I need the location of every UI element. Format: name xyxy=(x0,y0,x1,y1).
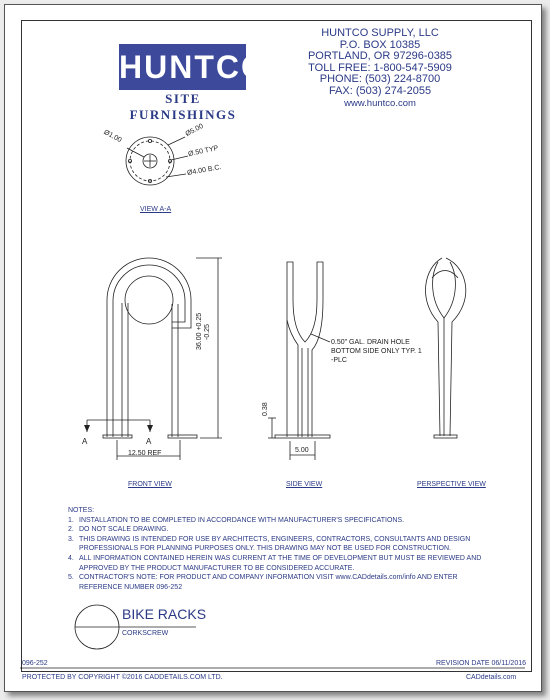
front-view-rack xyxy=(86,257,222,460)
drawing-title: BIKE RACKS xyxy=(122,606,207,622)
width-dim: 12.50 REF xyxy=(128,450,162,457)
view-a-plate xyxy=(125,136,189,186)
view-a-title: VIEW A-A xyxy=(140,206,172,213)
caddetails-link[interactable]: CADdetails.com xyxy=(466,674,517,681)
note-1: INSTALLATION TO BE COMPLETED IN ACCORDAN… xyxy=(79,516,405,524)
copyright-notice: PROTECTED BY COPYRIGHT ©2016 CADDETAILS.… xyxy=(22,674,223,681)
height-tol: -0.25 xyxy=(204,324,211,340)
note-4: ALL INFORMATION CONTAINED HEREIN WAS CUR… xyxy=(79,554,482,562)
base-dim: 0.38 xyxy=(262,402,269,416)
section-a-right: A xyxy=(146,437,152,446)
company-name: HUNTCO SUPPLY, LLC xyxy=(321,27,439,39)
drawing-subtitle: CORKSCREW xyxy=(122,630,169,637)
revision-date: REVISION DATE 06/11/2016 xyxy=(436,660,527,667)
company-website[interactable]: www.huntco.com xyxy=(344,97,416,109)
drawing-border xyxy=(21,20,532,672)
note-5: CONTRACTOR'S NOTE: FOR PRODUCT AND COMPA… xyxy=(79,574,458,582)
company-po-box: P.O. BOX 10385 xyxy=(339,38,421,51)
logo-brand: HUNTCO xyxy=(119,49,268,85)
company-city: PORTLAND, OR 97296-0385 xyxy=(307,50,453,63)
logo-tagline: SITE FURNISHINGS xyxy=(129,91,237,122)
note-4-cont: APPROVED BY THE PRODUCT MANUFACTURER TO … xyxy=(79,564,355,572)
company-phone: PHONE: (503) 224-8700 xyxy=(319,73,441,86)
side-view-title: SIDE VIEW xyxy=(286,481,323,488)
height-dim: 36.00 +0.25 xyxy=(196,312,203,350)
note-5-cont: REFERENCE NUMBER 096-252 xyxy=(79,583,183,591)
notes-section: NOTES: 1.INSTALLATION TO BE COMPLETED IN… xyxy=(68,507,482,591)
company-toll-free: TOLL FREE: 1-800-547-5909 xyxy=(308,61,452,74)
perspective-view-rack xyxy=(425,257,467,439)
side-width-dim: 5.00 xyxy=(295,447,309,454)
side-view-rack xyxy=(268,261,331,460)
front-view-title: FRONT VIEW xyxy=(128,481,172,488)
note-3-cont: PROFESSIONALS FOR PLANNING PURPOSES ONLY… xyxy=(79,545,451,553)
huntco-logo: HUNTCO xyxy=(119,44,266,90)
note-3: THIS DRAWING IS INTENDED FOR USE BY ARCH… xyxy=(79,535,471,543)
note-2: DO NOT SCALE DRAWING. xyxy=(79,526,169,534)
section-a-left: A xyxy=(82,437,88,446)
company-info: HUNTCO SUPPLY, LLC P.O. BOX 10385 PORTLA… xyxy=(300,27,460,109)
perspective-view-title: PERSPECTIVE VIEW xyxy=(417,481,486,488)
reference-number: 096-252 xyxy=(22,660,48,667)
company-fax: FAX: (503) 274-2055 xyxy=(328,84,432,97)
drain-hole-callout: 0.50" GAL. DRAIN HOLE BOTTOM SIDE ONLY T… xyxy=(331,339,422,364)
notes-heading: NOTES: xyxy=(68,507,95,514)
drawing-sheet xyxy=(4,4,542,692)
title-block-symbol xyxy=(74,604,196,650)
